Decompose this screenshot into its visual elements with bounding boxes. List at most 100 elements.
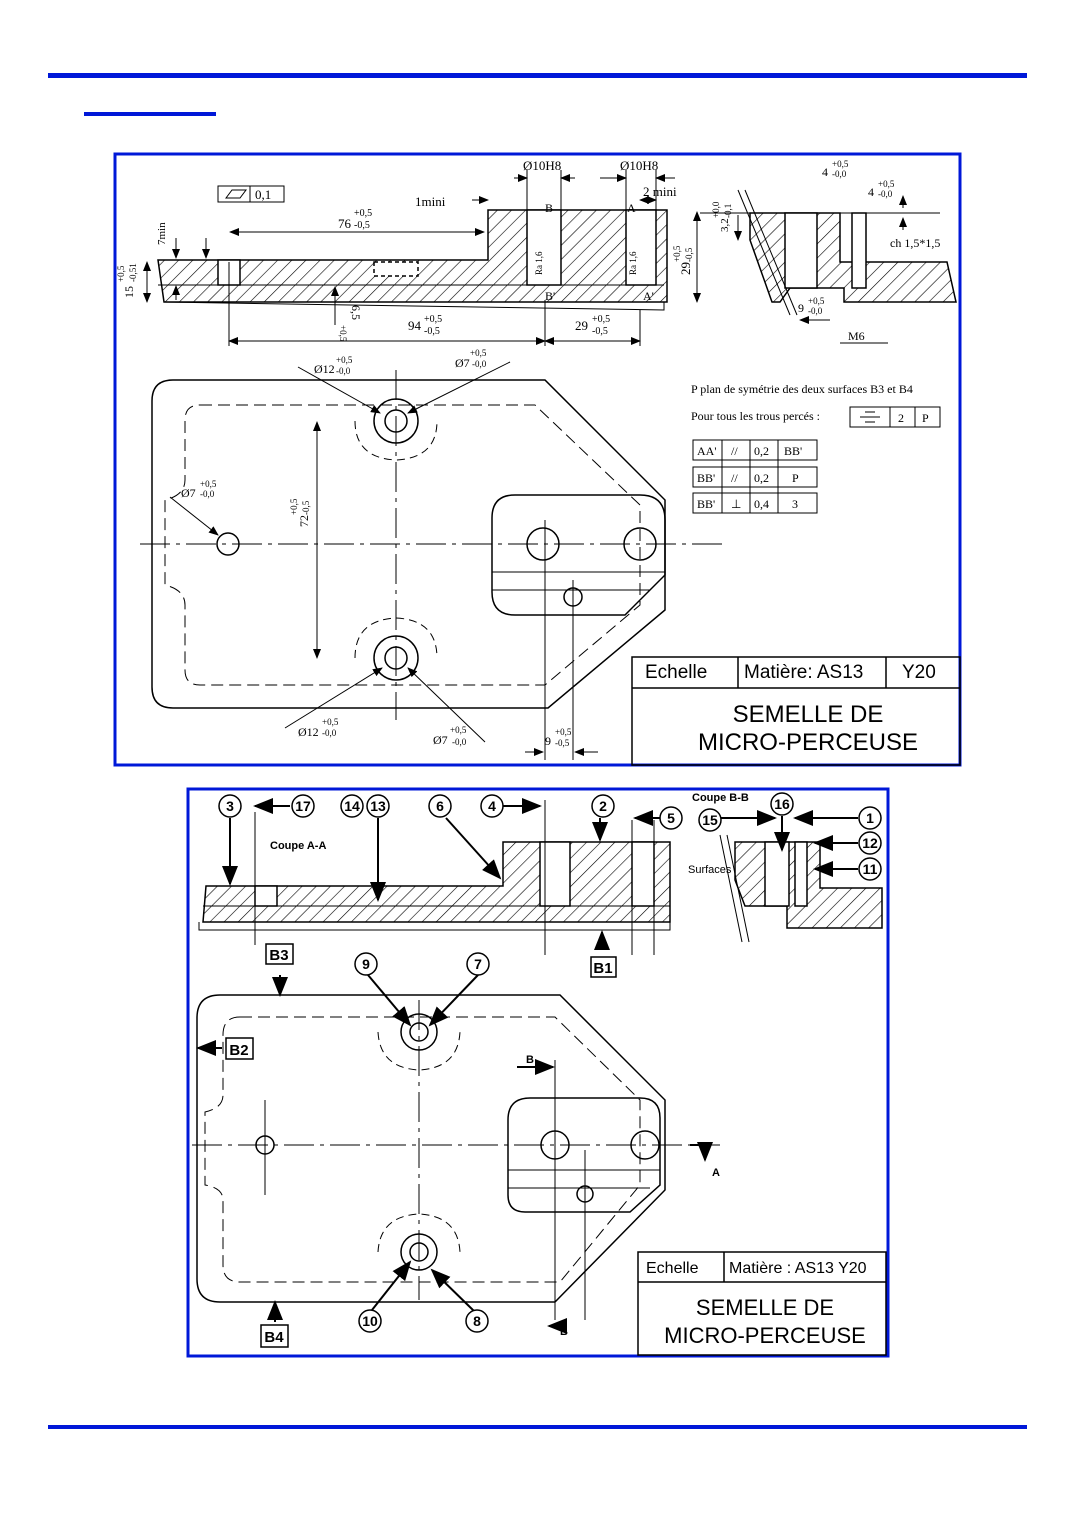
nine-label: 9 [798,301,804,315]
drawing-2-frame [186,787,890,1358]
len76-label: 76 [338,216,352,231]
surface-tag-B3: B3 [269,947,288,964]
d12-bot-label: Ø12 [298,725,319,739]
tol-row-1-symbol: // [731,444,738,458]
section-bb-view-2 [719,834,883,943]
balloon-3 [218,794,242,818]
fifteen-tol-plus: +0,5 [116,265,126,282]
balloon-4 [480,794,504,818]
len29-tol-minus: -0,5 [592,326,608,337]
bottom-blue-rule [48,1425,1027,1429]
title2-scale-label: Echelle [646,1260,699,1277]
top-blue-rule [48,73,1027,78]
balloon-17-label: 17 [295,798,311,814]
section-mark-A: A [712,1167,720,1179]
drawing-2-text: 3 17 14 13 6 4 2 5 15 16 1 12 11 9 7 10 … [226,792,878,1348]
d7-left-tol-minus: -0,0 [200,489,215,499]
balloon-10-label: 10 [362,1313,378,1329]
tol-row-3-ref: BB' [697,497,715,511]
title1-material-code: Y20 [902,662,936,683]
balloon-2-label: 2 [599,798,607,814]
balloon-15 [698,808,722,832]
four-b-tol-plus: +0,5 [878,179,895,189]
balloon-12 [858,831,882,855]
three2-tol-plus: +0,0 [711,201,721,218]
title-block-2 [637,1251,887,1356]
h29-tol-minus: -0,5 [684,247,694,262]
nine-bot-tol-minus: -0,5 [555,738,570,748]
balloon-13-label: 13 [370,798,386,814]
balloons [218,792,882,1333]
section-aa-dimensions [143,170,701,346]
fifteen-label: 15 [122,286,136,298]
title2-material-label: Matière : AS13 Y20 [729,1260,867,1277]
balloon-5-label: 5 [667,810,675,826]
surface-tag-B2: B2 [229,1042,248,1059]
nine-bot-tol-plus: +0,5 [555,727,572,737]
nine-tol-plus: +0,5 [808,296,825,306]
six5-label: 6,5 [349,305,363,320]
len76-tol-minus: -0,5 [354,220,370,231]
d7-bot-label: Ø7 [433,733,448,747]
title1-line1: SEMELLE DE [733,701,884,728]
balloon-16 [770,792,794,816]
surface-arrows [196,930,713,1334]
title1-material-label: Matière: AS13 [744,662,863,683]
d7-top-label: Ø7 [455,356,470,370]
balloon-10 [358,1309,382,1333]
tol-row-2-datum: P [792,471,799,485]
section-bb-label: Coupe B-B [692,792,749,804]
tol-row-1-datum: BB' [784,444,802,458]
roughness-1: Ra 1,6 [534,251,544,275]
h72-tol-minus: -0,5 [301,500,311,515]
balloon-15-label: 15 [702,812,718,828]
title2-line1: SEMELLE DE [696,1295,834,1320]
symmetry-note: P plan de symétrie des deux surfaces B3 … [691,382,913,396]
balloon-1-label: 1 [866,810,874,826]
balloon-13 [366,794,390,818]
ref-B-prime: B' [545,289,555,303]
header-short-rule [84,112,216,116]
tol-row-2-symbol: // [731,471,738,485]
nine-bot-label: 9 [545,734,551,748]
balloon-3-label: 3 [226,798,234,814]
d7-top-tol-minus: -0,0 [472,359,487,369]
tol-row-3-symbol: ⊥ [731,497,741,511]
d12-bot-tol-minus: -0,0 [322,728,337,738]
balloon-9 [354,952,378,976]
surface-tag-boxes [225,943,617,1348]
section-aa-view-2 [198,800,671,955]
balloon-9-label: 9 [362,956,370,972]
d7-bot-tol-plus: +0,5 [450,725,467,735]
balloon-6 [428,794,452,818]
four-b-label: 4 [868,185,874,199]
bore-a-label: Ø10H8 [523,158,561,173]
three2-label: 3,2 [719,218,731,232]
drawing-1-frame [113,152,962,767]
sym-tol-datum: P [922,411,929,425]
sym-tol-value: 2 [898,411,904,425]
seven-min-label: 7min [156,222,168,245]
bore-b-label: Ø10H8 [620,158,658,173]
surface-tag-B1: B1 [593,960,612,977]
section-mark-B-bottom: B [560,1326,568,1338]
roughness-2: Ra 1,6 [628,251,638,275]
d12-bot-tol-plus: +0,5 [322,717,339,727]
len94-tol-plus: +0,5 [424,314,442,325]
drilled-holes-note: Pour tous les trous percés : [691,409,820,423]
section-aa-view [157,209,668,311]
tol-row-2-ref: BB' [697,471,715,485]
m6-label: M6 [848,329,865,343]
six5-tol: +0,5 [338,325,348,342]
d7-bot-tol-minus: -0,0 [452,737,467,747]
balloon-2 [591,794,615,818]
four-a-label: 4 [822,165,828,179]
two-mini-label: 2 mini [643,184,677,199]
tol-row-3-datum: 3 [792,497,798,511]
four-b-tol-minus: -0,0 [878,189,893,199]
chamfer-label: ch 1,5*1,5 [890,236,940,250]
balloon-17 [291,794,315,818]
len94-tol-minus: -0,5 [424,326,440,337]
h72-tol-plus: +0,5 [289,498,299,515]
